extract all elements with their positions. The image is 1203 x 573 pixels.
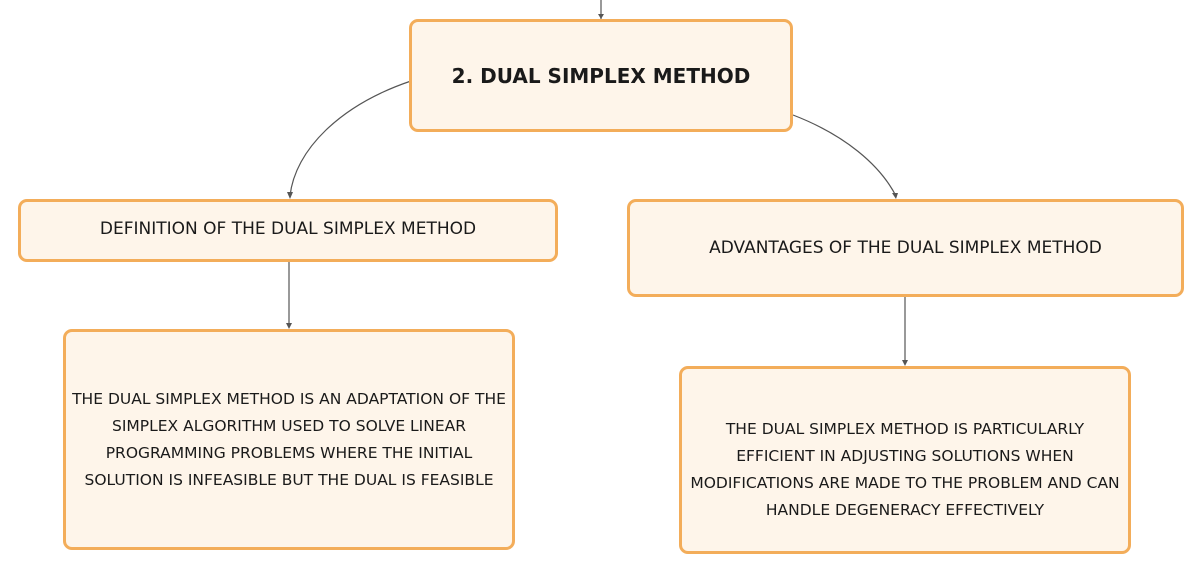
connector-root-definition xyxy=(289,80,412,197)
definition-description-node[interactable]: THE DUAL SIMPLEX METHOD IS AN ADAPTATION… xyxy=(63,329,515,550)
advantages-description-node[interactable]: THE DUAL SIMPLEX METHOD IS PARTICULARLY … xyxy=(679,366,1131,554)
arrowhead-definition xyxy=(287,192,293,199)
advantages-description-text: THE DUAL SIMPLEX METHOD IS PARTICULARLY … xyxy=(690,420,1120,519)
advantages-node[interactable]: ADVANTAGES OF THE DUAL SIMPLEX METHOD xyxy=(627,199,1184,297)
connector-root-advantages xyxy=(792,114,897,197)
arrowhead-advantages-description xyxy=(902,360,908,366)
definition-node[interactable]: DEFINITION OF THE DUAL SIMPLEX METHOD xyxy=(18,199,558,262)
arrowhead-definition-description xyxy=(286,323,292,329)
root-node[interactable]: 2. DUAL SIMPLEX METHOD xyxy=(409,19,793,132)
definition-node-label: DEFINITION OF THE DUAL SIMPLEX METHOD xyxy=(99,219,477,239)
arrowhead-advantages xyxy=(892,193,898,199)
definition-description-text: THE DUAL SIMPLEX METHOD IS AN ADAPTATION… xyxy=(72,389,506,489)
root-node-label: 2. DUAL SIMPLEX METHOD xyxy=(451,63,751,88)
advantages-node-label: ADVANTAGES OF THE DUAL SIMPLEX METHOD xyxy=(709,238,1102,258)
incoming-arrowhead xyxy=(598,14,604,19)
